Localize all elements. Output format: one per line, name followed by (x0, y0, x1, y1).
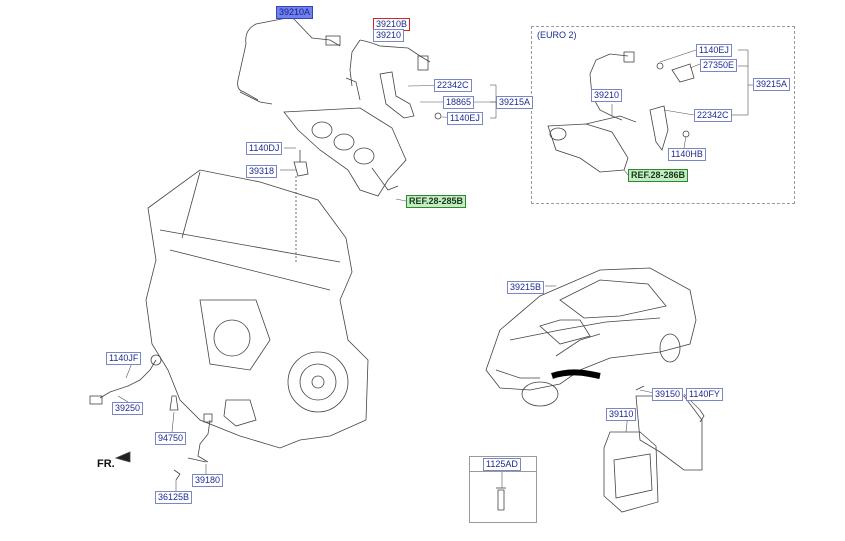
part-label-22342c-a[interactable]: 22342C (434, 79, 472, 92)
part-label-1140ej-b[interactable]: 1140EJ (696, 44, 732, 57)
part-label-1140dj[interactable]: 1140DJ (246, 142, 283, 155)
o2-sensor-a-connector (325, 35, 341, 46)
part-label-36125b[interactable]: 36125B (155, 491, 193, 504)
part-label-39180[interactable]: 39180 (192, 474, 224, 487)
o2-sensor-cable-a (237, 16, 293, 101)
part-label-1125ad[interactable]: 1125AD (483, 458, 521, 471)
part-label-22342c-b[interactable]: 22342C (694, 109, 732, 122)
reference-link-28-285b[interactable]: REF.28-285B (406, 195, 467, 208)
knock-sensor-cable (99, 359, 157, 399)
oil-pressure-switch (169, 395, 179, 411)
part-label-94750[interactable]: 94750 (155, 432, 187, 445)
o2-sensor-a-probe (239, 91, 273, 105)
ecu-module (603, 431, 659, 513)
ecu-bracket (635, 395, 703, 471)
part-label-1140fy[interactable]: 1140FY (686, 388, 723, 401)
engine-block (145, 169, 369, 449)
reference-link-28-286b[interactable]: REF.28-286B (628, 169, 689, 182)
part-label-39215a-a[interactable]: 39215A (496, 96, 534, 109)
o2-sensor-b-connector (417, 55, 429, 71)
part-label-39210-euro[interactable]: 39210 (591, 89, 623, 102)
car-outline (485, 267, 697, 391)
part-label-39318[interactable]: 39318 (246, 165, 278, 178)
part-label-39210-top[interactable]: 39210 (373, 29, 405, 42)
part-label-39210a[interactable]: 39210A (276, 6, 314, 19)
part-label-1140jf[interactable]: 1140JF (106, 352, 142, 365)
part-label-1140ej-a[interactable]: 1140EJ (447, 112, 483, 125)
part-label-39150[interactable]: 39150 (652, 388, 684, 401)
part-label-18865[interactable]: 18865 (443, 96, 475, 109)
o2-sensor-b-cable-down (349, 39, 361, 87)
euro2-note: (EURO 2) (537, 30, 577, 40)
euro-bracket-small (671, 63, 695, 83)
bracket-22342c (379, 71, 415, 119)
cam-sensor-39318 (293, 161, 309, 177)
euro2-region (531, 26, 795, 204)
part-label-1140hb[interactable]: 1140HB (668, 148, 706, 161)
car-wiring (551, 369, 601, 379)
crank-sensor-cable (197, 419, 211, 463)
euro-bracket (649, 105, 669, 151)
o2-sensor-cable-b (359, 39, 431, 63)
crank-pulley (287, 351, 349, 413)
part-label-39110[interactable]: 39110 (606, 408, 637, 421)
part-label-39215a-b[interactable]: 39215A (753, 78, 791, 91)
exhaust-manifold (283, 107, 407, 197)
part-label-27350e[interactable]: 27350E (700, 59, 738, 72)
fastener-1125ad-header (469, 456, 537, 472)
o2-sensor-cable-a-plug (291, 16, 341, 47)
part-label-39215b[interactable]: 39215B (507, 281, 545, 294)
front-arrow (114, 451, 131, 463)
part-label-39250[interactable]: 39250 (112, 402, 144, 415)
bolt-1125ad (497, 489, 505, 511)
o2-sensor-b-probe (345, 77, 361, 101)
front-marker: FR. (97, 458, 115, 470)
